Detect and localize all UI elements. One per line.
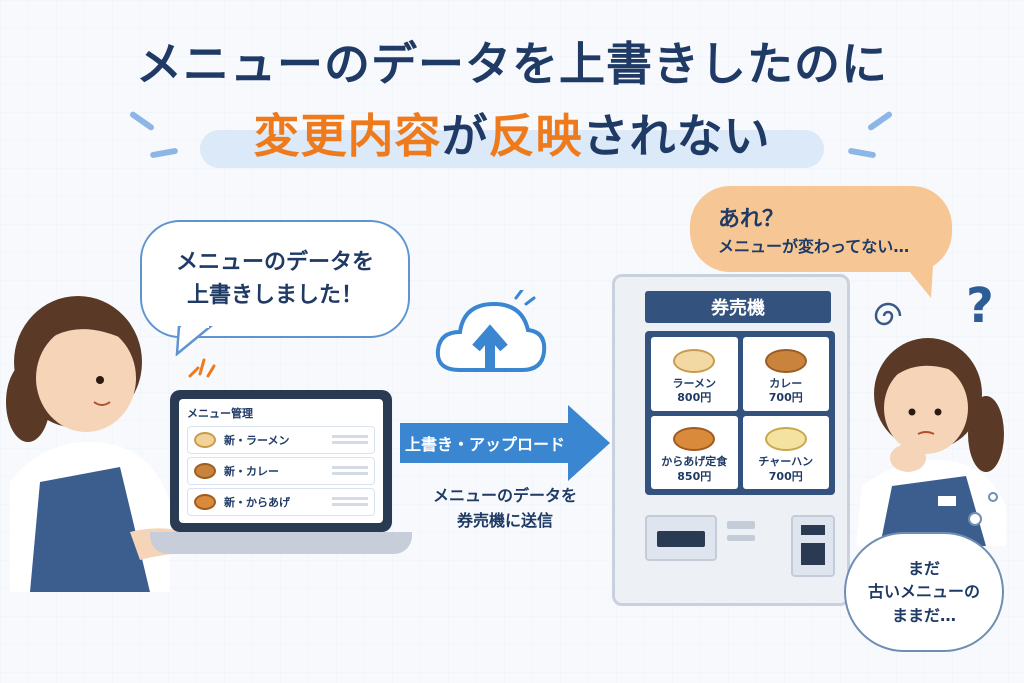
speech-bubble-tail-icon <box>905 266 933 298</box>
thought-dot-icon <box>988 492 998 502</box>
machine-menu-panel: ラーメン 800円 カレー 700円 からあげ定食 850円 チャーハン 700… <box>645 331 835 495</box>
thought-line-1: まだ <box>907 559 940 579</box>
bill-slot[interactable] <box>791 515 835 577</box>
menu-admin-row[interactable]: 新・からあげ <box>187 488 375 516</box>
confusion-spiral-icon <box>874 302 902 326</box>
menu-admin-row[interactable]: 新・カレー <box>187 457 375 485</box>
karaage-plate-icon <box>673 427 716 452</box>
machine-menu-button[interactable]: からあげ定食 850円 <box>651 415 738 489</box>
menu-admin-row-label: 新・からあげ <box>224 496 290 509</box>
laptop-screen: メニュー管理 新・ラーメン 新・カレー 新・からあげ <box>170 390 392 532</box>
menu-item-name: カレー <box>769 376 803 390</box>
ramen-bowl-icon <box>194 432 216 448</box>
menu-admin-row[interactable]: 新・ラーメン <box>187 426 375 454</box>
thought-line-3: ままだ… <box>891 605 956 625</box>
machine-menu-button[interactable]: カレー 700円 <box>742 337 829 411</box>
menu-admin-title: メニュー管理 <box>187 407 253 420</box>
karaage-plate-icon <box>194 494 216 510</box>
speech-line-1: あれ？ <box>718 207 785 232</box>
machine-menu-button[interactable]: チャーハン 700円 <box>742 415 829 489</box>
headline-emphasis-change: 変更内容 <box>253 109 442 163</box>
curry-plate-icon <box>764 348 807 373</box>
upload-arrow-label: 上書き・アップロード <box>400 423 570 463</box>
placeholder-lines <box>332 435 368 445</box>
menu-item-price: 850円 <box>677 469 712 483</box>
staff-speech-bubble: メニューのデータを 上書きしました！ <box>140 220 410 338</box>
menu-admin-row-label: 新・カレー <box>224 465 279 478</box>
menu-item-name: ラーメン <box>672 376 717 390</box>
machine-menu-button[interactable]: ラーメン 800円 <box>651 337 738 411</box>
headline-line-1: メニューのデータを上書きしたのに <box>136 37 888 91</box>
speech-bubble-tail-icon <box>175 326 213 356</box>
headline-suffix: されない <box>582 109 771 163</box>
menu-admin-row-label: 新・ラーメン <box>224 434 290 447</box>
upload-note-line-1: メニューのデータを <box>432 486 577 505</box>
arrow-right-icon <box>568 405 610 481</box>
customer-speech-bubble: あれ？ メニューが変わってない… <box>690 186 952 272</box>
ramen-bowl-icon <box>673 348 716 373</box>
alert-spark-icon <box>188 358 216 378</box>
cash-display <box>645 515 717 561</box>
machine-title: 券売機 <box>645 291 831 323</box>
speech-line-1: メニューのデータを <box>175 250 374 275</box>
upload-note: メニューのデータを 券売機に送信 <box>400 484 610 534</box>
confused-staff-woman-illustration <box>856 338 1006 546</box>
thought-dot-icon <box>968 512 982 526</box>
customer-thought-bubble: まだ 古いメニューの ままだ… <box>844 532 1004 652</box>
speech-line-2: メニューが変わってない… <box>718 237 910 256</box>
menu-item-price: 700円 <box>768 391 803 405</box>
curry-plate-icon <box>194 463 216 479</box>
laptop-keyboard-base <box>150 532 412 554</box>
placeholder-lines <box>332 466 368 476</box>
coin-slot[interactable] <box>727 535 755 541</box>
thought-line-2: 古いメニューの <box>867 582 980 602</box>
ticket-vending-machine: 券売機 ラーメン 800円 カレー 700円 からあげ定食 850円 チャーハン… <box>612 274 850 606</box>
coin-slot[interactable] <box>727 521 755 529</box>
menu-item-name: からあげ定食 <box>661 455 728 469</box>
menu-item-price: 700円 <box>768 469 803 483</box>
headline-particle: が <box>441 109 489 163</box>
headline-line-2: 変更内容が反映されない <box>200 100 824 168</box>
menu-item-name: チャーハン <box>758 455 814 469</box>
speech-line-2: 上書きしました！ <box>186 283 363 308</box>
question-mark-icon: ? <box>966 278 994 334</box>
cloud-upload-icon <box>435 290 547 372</box>
headline-highlight-band <box>200 130 824 168</box>
menu-item-price: 800円 <box>677 391 712 405</box>
placeholder-lines <box>332 497 368 507</box>
upload-note-line-2: 券売機に送信 <box>456 510 553 530</box>
fried-rice-plate-icon <box>764 427 807 452</box>
menu-admin-panel: メニュー管理 新・ラーメン 新・カレー 新・からあげ <box>179 399 383 523</box>
headline-emphasis-reflect: 反映 <box>488 109 583 163</box>
